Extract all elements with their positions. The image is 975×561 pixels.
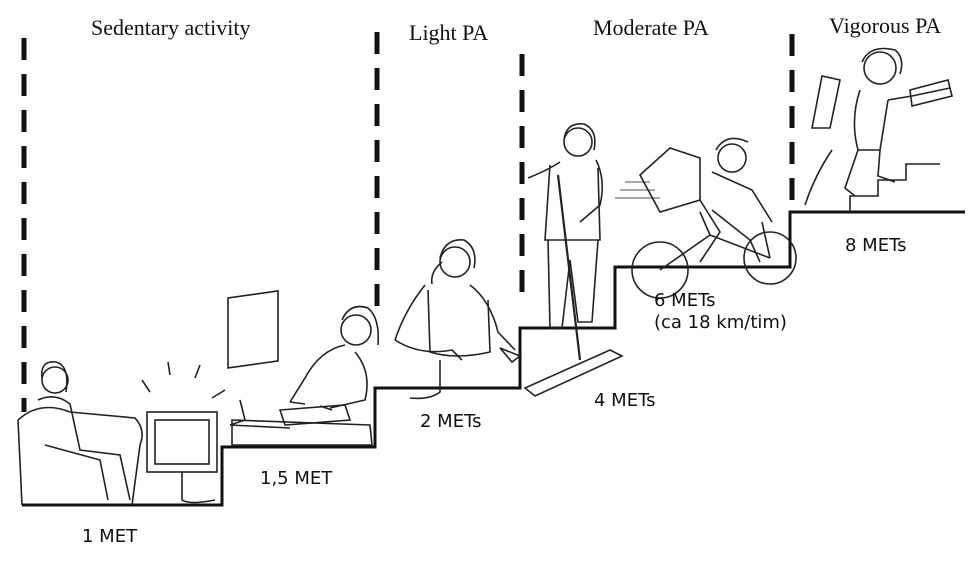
firefighter-climbing-stairs-figure (804, 47, 953, 212)
met-label-8: 8 METs (845, 235, 907, 256)
met-label-6: 6 METs (ca 18 km/tim) (654, 290, 787, 333)
met-label-1-5: 1,5 MET (260, 468, 333, 489)
met-label-1: 1 MET (82, 526, 138, 547)
category-label-vigorous: Vigorous PA (829, 13, 942, 38)
woman-mopping-figure (523, 123, 624, 397)
met-label-2: 2 METs (420, 411, 482, 432)
category-label-light: Light PA (409, 20, 489, 45)
staircase-line (22, 210, 965, 507)
category-label-sedentary: Sedentary activity (91, 15, 251, 40)
category-label-moderate: Moderate PA (593, 15, 709, 40)
man-cycling-figure (615, 137, 797, 299)
man-at-computer-figure (227, 290, 380, 446)
woman-sewing-figure (394, 239, 522, 400)
woman-watching-tv-figure (17, 361, 226, 506)
met-label-6-value: 6 METs (654, 290, 716, 311)
met-label-4: 4 METs (594, 390, 656, 411)
met-label-6-speed: (ca 18 km/tim) (654, 311, 787, 333)
